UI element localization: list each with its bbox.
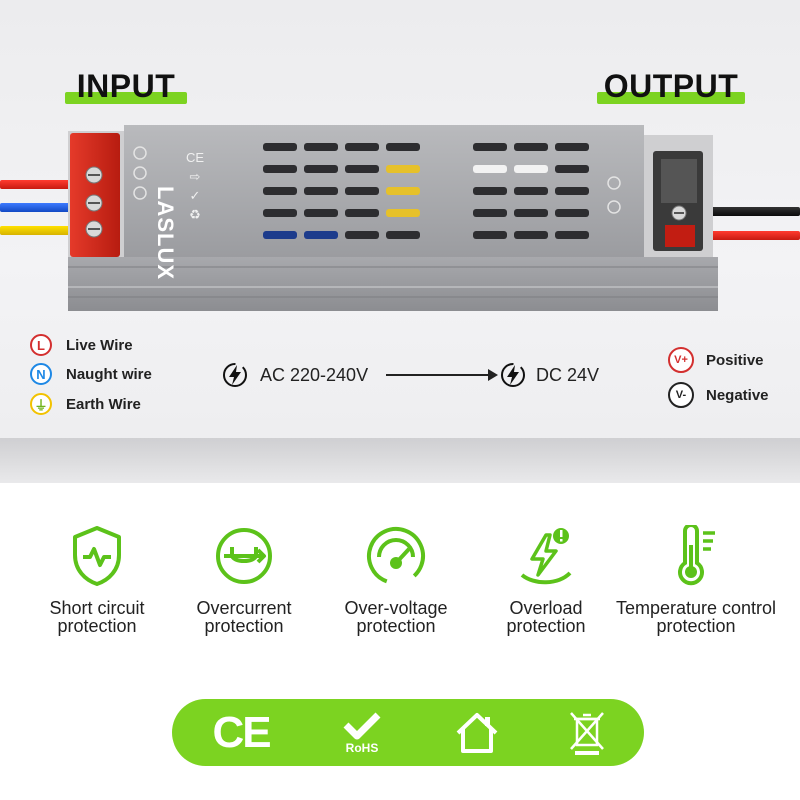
voltage-output: DC 24V bbox=[500, 362, 599, 388]
legend-negative: V- Negative bbox=[668, 382, 769, 408]
voltage-output-text: DC 24V bbox=[536, 364, 600, 385]
legend-earth: ⏚ Earth Wire bbox=[30, 393, 141, 415]
earth-label: Earth Wire bbox=[66, 395, 141, 413]
thermometer-icon bbox=[678, 525, 715, 586]
overcurrent-icon bbox=[216, 528, 272, 584]
live-symbol-icon: L bbox=[30, 334, 52, 356]
live-label: Live Wire bbox=[66, 336, 133, 354]
negative-label: Negative bbox=[706, 386, 769, 404]
device-rohs-icon: ✓ bbox=[189, 188, 201, 203]
indoor-house-icon bbox=[447, 699, 507, 766]
input-heading-highlight bbox=[65, 92, 187, 104]
output-heading: OUTPUT bbox=[597, 66, 745, 106]
earth-symbol-icon: ⏚ bbox=[30, 393, 52, 415]
input-heading: INPUT bbox=[65, 66, 187, 106]
output-heading-text: OUTPUT bbox=[603, 68, 739, 104]
input-heading-text: INPUT bbox=[76, 68, 176, 104]
conversion-arrow-head bbox=[488, 369, 498, 381]
device-arrow-icon: ⇨ bbox=[189, 169, 201, 184]
negative-symbol-icon: V- bbox=[668, 382, 694, 408]
live-wire-red bbox=[0, 180, 90, 189]
rohs-text: RoHS bbox=[345, 740, 379, 755]
legend-positive: V+ Positive bbox=[668, 347, 764, 373]
positive-label: Positive bbox=[706, 351, 764, 369]
power-supply-unit bbox=[68, 125, 718, 311]
overload-icon bbox=[520, 528, 572, 585]
legend-neutral: N Naught wire bbox=[30, 363, 152, 385]
negative-wire-black bbox=[705, 207, 800, 216]
over-voltage-gauge-icon bbox=[367, 527, 425, 585]
rohs-check-icon: RoHS bbox=[322, 699, 402, 766]
shelf-edge bbox=[0, 438, 800, 483]
short-circuit-shield-icon bbox=[73, 526, 121, 586]
neutral-label: Naught wire bbox=[66, 365, 152, 383]
earth-wire-yellow bbox=[0, 226, 90, 235]
device-brand: LASLUX bbox=[148, 186, 178, 296]
positive-symbol-icon: V+ bbox=[668, 347, 694, 373]
device-ce-mark-icon: CE bbox=[185, 150, 205, 165]
lightning-circle-icon bbox=[223, 363, 247, 387]
positive-wire-red bbox=[705, 231, 800, 240]
certification-bar: CE RoHS bbox=[172, 699, 644, 766]
device-cert-marks: CE ⇨ ✓ ♻ bbox=[185, 148, 205, 224]
device-recycle-icon: ♻ bbox=[189, 207, 201, 222]
neutral-wire-blue bbox=[0, 203, 90, 212]
legend-live: L Live Wire bbox=[30, 334, 133, 356]
conversion-arrow bbox=[386, 374, 490, 376]
neutral-symbol-icon: N bbox=[30, 363, 52, 385]
device-brand-text: LASLUX bbox=[153, 186, 178, 280]
ce-mark-icon: CE bbox=[212, 707, 271, 757]
voltage-input-text: AC 220-240V bbox=[260, 364, 369, 385]
output-heading-highlight bbox=[597, 92, 745, 104]
weee-bin-icon bbox=[557, 699, 617, 766]
lightning-circle-icon bbox=[501, 363, 525, 387]
voltage-input: AC 220-240V bbox=[222, 362, 368, 388]
